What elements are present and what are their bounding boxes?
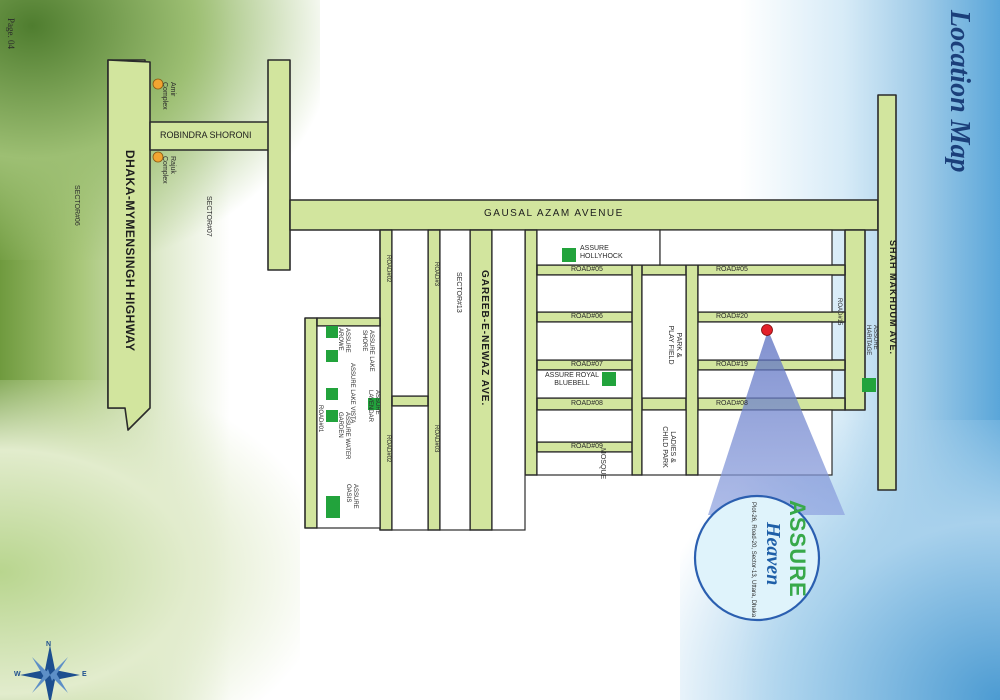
page-title: Location Map (944, 10, 975, 173)
rajuk-complex-marker (152, 151, 164, 163)
road-03-top-label: ROAD#3 (433, 262, 439, 287)
shah-makhdum-avenue (877, 94, 897, 491)
lavendar-marker (368, 398, 380, 410)
road-05-right-label: ROAD#05 (716, 266, 748, 273)
gareeb-e-newaz-label: GAREEB-E-NEWAZ AVE. (479, 270, 490, 407)
road-08-left-label: ROAD#08 (571, 400, 603, 407)
lake-shore-marker (326, 350, 338, 362)
road-mid-vertical-2 (685, 264, 699, 476)
road-06-label: ROAD#06 (571, 313, 603, 320)
compass-rose (20, 645, 80, 700)
road-03-bottom-label: ROAD#03 (433, 425, 439, 453)
rajuk-complex-label: Rajuk Complex (161, 156, 176, 184)
ladies-child-park-label: LADIES & CHILD PARK (661, 426, 676, 468)
road-20-label: ROAD#20 (716, 313, 748, 320)
road-mid-vertical-1 (631, 264, 643, 476)
royal-bluebell-marker (602, 372, 616, 386)
royal-bluebell-label: ASSURE ROYAL BLUEBELL (545, 372, 599, 387)
water-garden-label: ASSURE WATER GARDEN (337, 412, 350, 460)
project-markers (326, 248, 876, 518)
road-07-label: ROAD#07 (571, 361, 603, 368)
shah-makhdum-label: SHAH MAKHDUM AVE. (888, 240, 898, 355)
road-01-label: ROAD#01 (317, 405, 323, 433)
road-network (107, 59, 897, 531)
location-beam (708, 330, 845, 515)
gausal-azam-avenue (289, 199, 879, 231)
amir-complex-marker (152, 78, 164, 90)
sector07-road (267, 59, 291, 271)
sector-07-label: SECTOR#07 (205, 196, 212, 237)
hollyhock-marker (562, 248, 576, 262)
lavendar-label: ASSURE LAVENDAR (367, 390, 380, 422)
road-01 (304, 317, 318, 529)
park-play-field-label: PARK & PLAY FIELD (667, 325, 682, 365)
road-19-label: ROAD#19 (716, 361, 748, 368)
road-02-top-label: ROAD#02 (385, 255, 391, 283)
robindra-label: ROBINDRA SHORONI (160, 130, 252, 140)
arowe-marker (326, 326, 338, 338)
road-15-label: ROAD#15 (836, 298, 842, 326)
road-right-vertical (524, 229, 538, 476)
callout-address: Plot-26, Road-20, Sector-13, Uttara, Dha… (750, 502, 756, 618)
oasis-marker (326, 496, 340, 518)
callout-brand: ASSURE (785, 500, 810, 598)
callout-circle (693, 494, 821, 622)
compass-east: E (82, 671, 87, 678)
road-05-left-label: ROAD#05 (571, 266, 603, 273)
water-garden-marker (326, 410, 338, 422)
road-02-bottom-label: ROAD#02 (385, 435, 391, 463)
mosque-label: MOSQUE (599, 448, 606, 480)
oasis-label: ASSURE OASIS (345, 484, 358, 509)
road-connector-left (316, 317, 381, 327)
road-connector-mid (391, 395, 429, 407)
robindra-shoroni-road (149, 121, 271, 151)
lake-shore-label: ASSURE LAKE SHORE (361, 330, 374, 372)
gausal-azam-label: GAUSAL AZAM AVENUE (484, 208, 624, 219)
hollyhock-label: ASSURE HOLLYHOCK (580, 245, 623, 260)
road-09-label: ROAD#09 (571, 443, 603, 450)
haritage-label: ASSURE HARITAGE (865, 325, 878, 356)
compass-west: W (14, 671, 21, 678)
sector-06-label: SECTOR#06 (73, 185, 80, 226)
sector-13-label: SECTOR#13 (455, 272, 462, 313)
road-08-right-label: ROAD#08 (716, 400, 748, 407)
road-20 (689, 311, 846, 323)
lake-vista-marker (326, 388, 338, 400)
page-number: Page. 04 (6, 18, 16, 49)
arowe-label: ASSURE AROWE (337, 328, 350, 353)
amir-complex-label: Amir Complex (161, 82, 176, 110)
compass-north: N (46, 641, 52, 648)
location-pin (761, 324, 773, 336)
dhaka-mymensingh-highway (107, 59, 151, 431)
highway-label: DHAKA-MYMENSINGH HIGHWAY (123, 150, 137, 352)
callout-name: Heaven (762, 522, 784, 586)
haritage-marker (862, 378, 876, 392)
